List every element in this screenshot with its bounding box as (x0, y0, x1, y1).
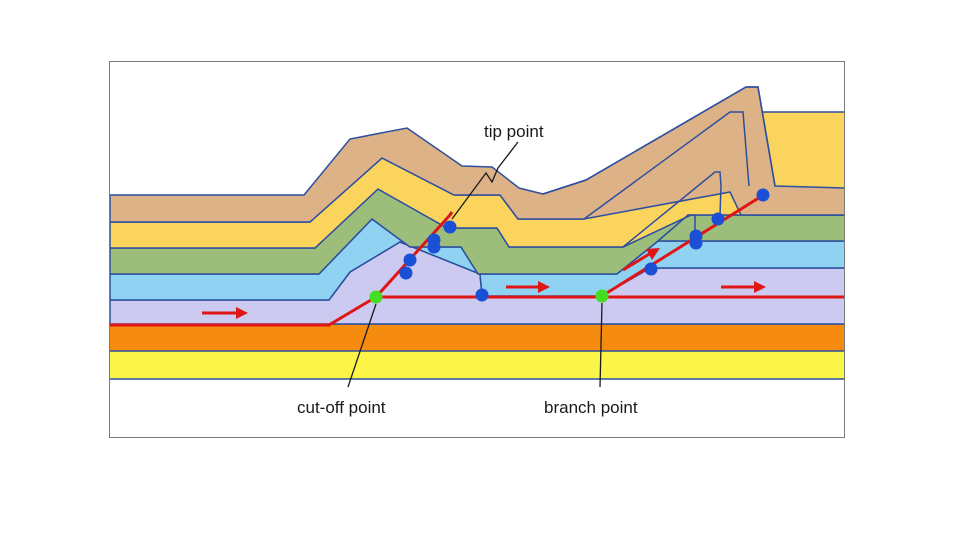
blue-point (689, 236, 703, 250)
fault-bend-fold-diagram: tip point cut-off point branch point (109, 61, 845, 438)
slip-arrow (202, 307, 248, 319)
blue-point (427, 240, 441, 254)
branch-green-point (595, 289, 609, 303)
layer-orange (110, 324, 844, 351)
layer-boundary-line (622, 171, 722, 248)
layer-boundary-line (542, 86, 776, 195)
slip-arrow (622, 248, 660, 272)
cutoff-leader-line (347, 303, 377, 388)
slip-arrow (506, 281, 550, 293)
branch-leader-line (599, 302, 603, 388)
cutoff-point-label: cut-off point (297, 398, 386, 417)
blue-point (443, 220, 457, 234)
blue-point (711, 212, 725, 226)
cutoff-green-point (369, 290, 383, 304)
layer-bright-yellow (110, 351, 844, 379)
blue-point (403, 253, 417, 267)
blue-point (756, 188, 770, 202)
layer-boundary-line (657, 214, 696, 242)
fault-branch (601, 192, 766, 298)
slip-arrow (721, 281, 766, 293)
diagram-canvas: tip point cut-off point branch point (110, 86, 844, 417)
blue-point (644, 262, 658, 276)
blue-point (475, 288, 489, 302)
branch-point-label: branch point (544, 398, 638, 417)
blue-point (399, 266, 413, 280)
tip-leader-line (451, 141, 519, 220)
layer-boundary-line (583, 111, 750, 220)
tip-point-label: tip point (484, 122, 544, 141)
